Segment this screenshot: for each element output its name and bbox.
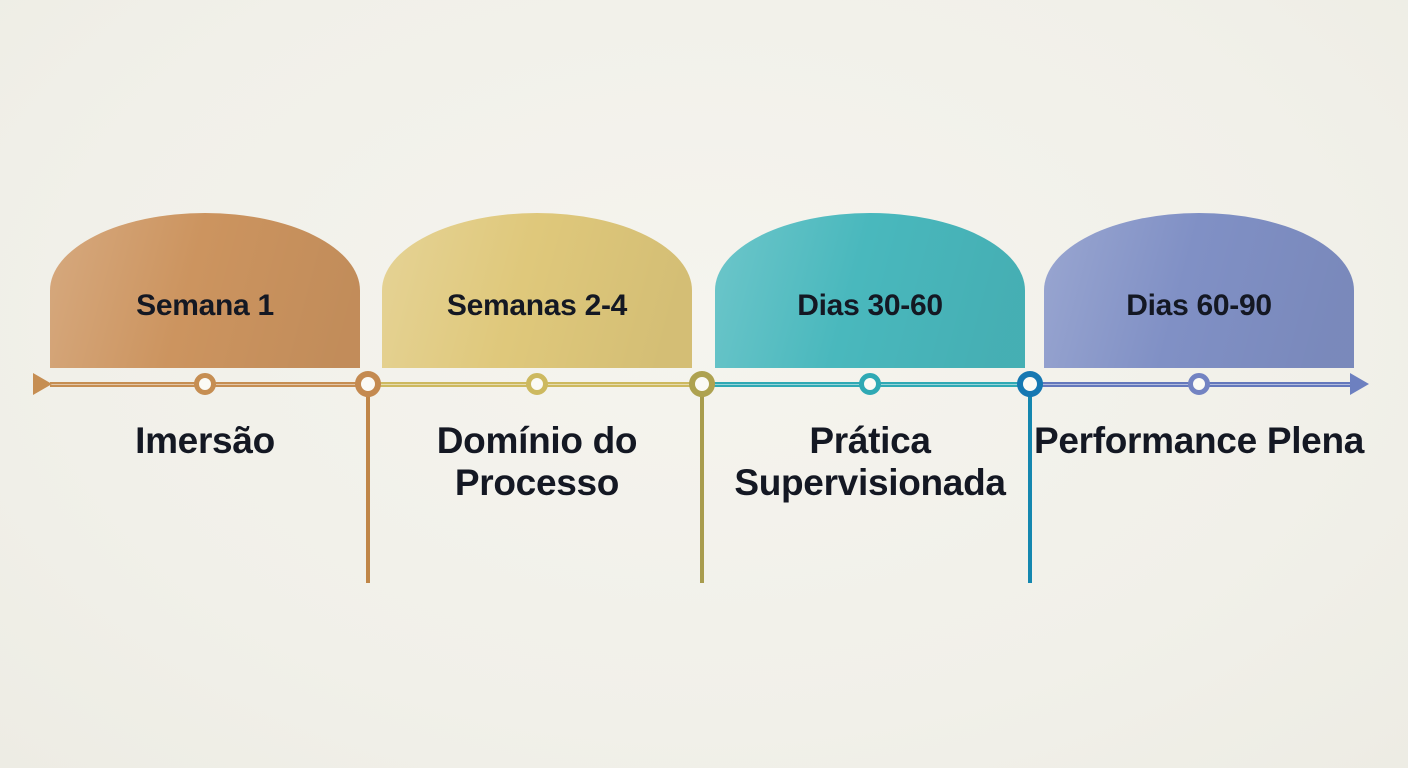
- period-label-1: Semana 1: [136, 289, 274, 322]
- stage-marker-ring-3: [859, 373, 881, 395]
- timeline-start-arrow-icon: [33, 373, 52, 395]
- boundary-marker-ring-2: [689, 371, 715, 397]
- boundary-marker-ring-3: [1017, 371, 1043, 397]
- dome-stage-1: Semana 1: [50, 213, 360, 368]
- period-label-3: Dias 30-60: [797, 289, 943, 322]
- stage-marker-ring-4: [1188, 373, 1210, 395]
- dome-stage-3: Dias 30-60: [715, 213, 1025, 368]
- period-label-2: Semanas 2-4: [446, 289, 628, 322]
- stage-marker-ring-1: [194, 373, 216, 395]
- stage-name-4: Performance Plena: [1033, 420, 1365, 461]
- stage-name-1: Imersão: [135, 420, 275, 461]
- connector-line-1: [366, 385, 370, 583]
- stage-name-2: Domínio do Processo: [436, 420, 638, 503]
- stage-name-3: Prática Supervisionada: [734, 420, 1006, 503]
- connector-line-2: [700, 385, 704, 583]
- timeline-end-arrow-icon: [1350, 373, 1369, 395]
- period-label-4: Dias 60-90: [1126, 289, 1272, 322]
- boundary-marker-ring-1: [355, 371, 381, 397]
- dome-stage-4: Dias 60-90: [1044, 213, 1354, 368]
- dome-stage-2: Semanas 2-4: [382, 213, 692, 368]
- stage-marker-ring-2: [526, 373, 548, 395]
- connector-line-3: [1028, 385, 1032, 583]
